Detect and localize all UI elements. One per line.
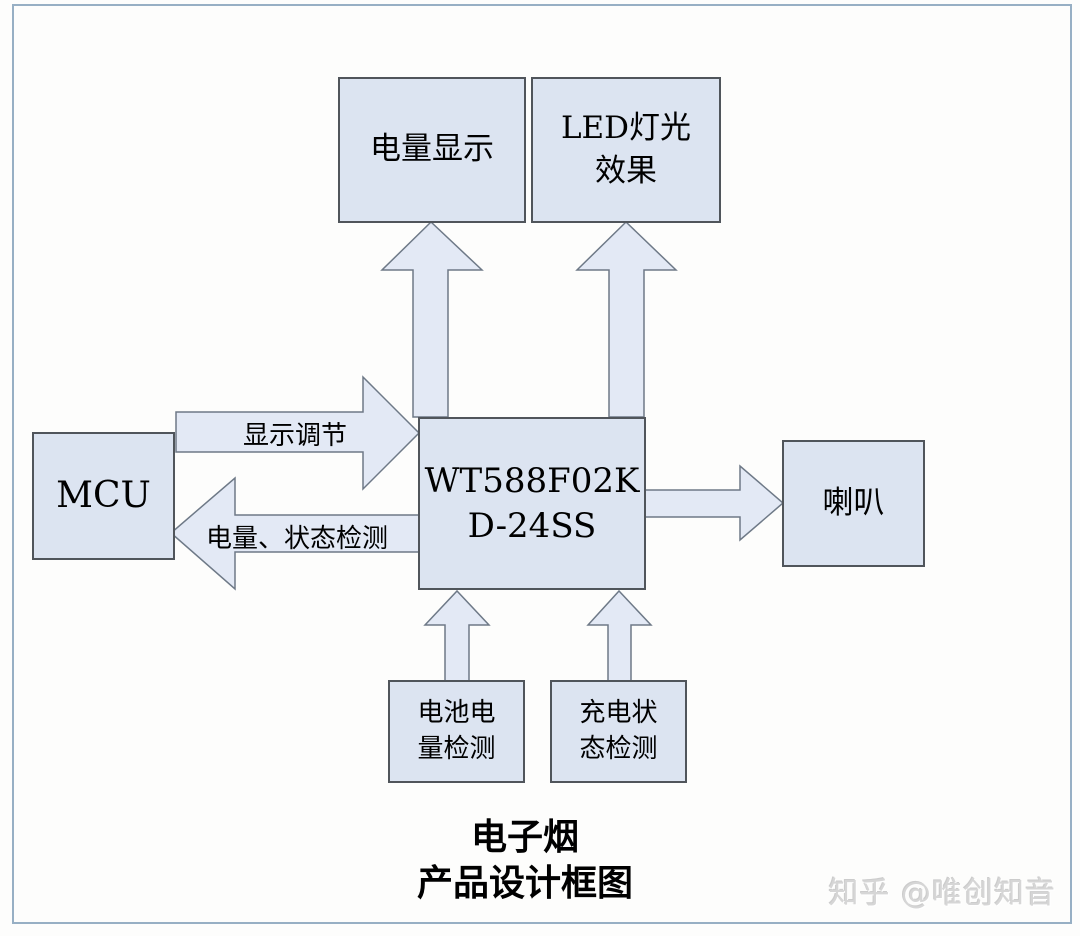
box-battery-level-detect: 电池电 量检测 [388, 680, 525, 783]
box-battery-display: 电量显示 [338, 77, 526, 223]
diagram-title-line2: 产品设计框图 [416, 862, 633, 904]
arrow-chip-to-led-icon [575, 220, 678, 418]
arrow-chip-to-mcu-icon [169, 476, 420, 591]
arrow-chip-to-speaker-icon [644, 464, 785, 542]
zhihu-watermark: 知乎 @唯创知音 [828, 876, 1056, 911]
arrow-label-status-detect: 电量、状态检测 [205, 524, 388, 554]
arrow-battery-detect-to-chip-icon [423, 589, 491, 682]
arrow-charge-detect-to-chip-icon [586, 589, 653, 682]
diagram-title: 电子烟 产品设计框图 [350, 814, 700, 906]
box-main-chip: WT588F02K D-24SS [418, 417, 646, 590]
diagram-title-line1: 电子烟 [470, 816, 579, 858]
box-mcu: MCU [32, 432, 175, 560]
box-led-light-effect: LED灯光 效果 [531, 77, 721, 223]
arrow-mcu-to-chip-icon [175, 375, 421, 491]
arrow-chip-to-battery-display-icon [380, 220, 484, 418]
box-speaker: 喇叭 [782, 440, 925, 567]
box-charge-status-detect: 充电状 态检测 [550, 680, 687, 783]
arrow-label-display-adjust: 显示调节 [242, 421, 347, 451]
